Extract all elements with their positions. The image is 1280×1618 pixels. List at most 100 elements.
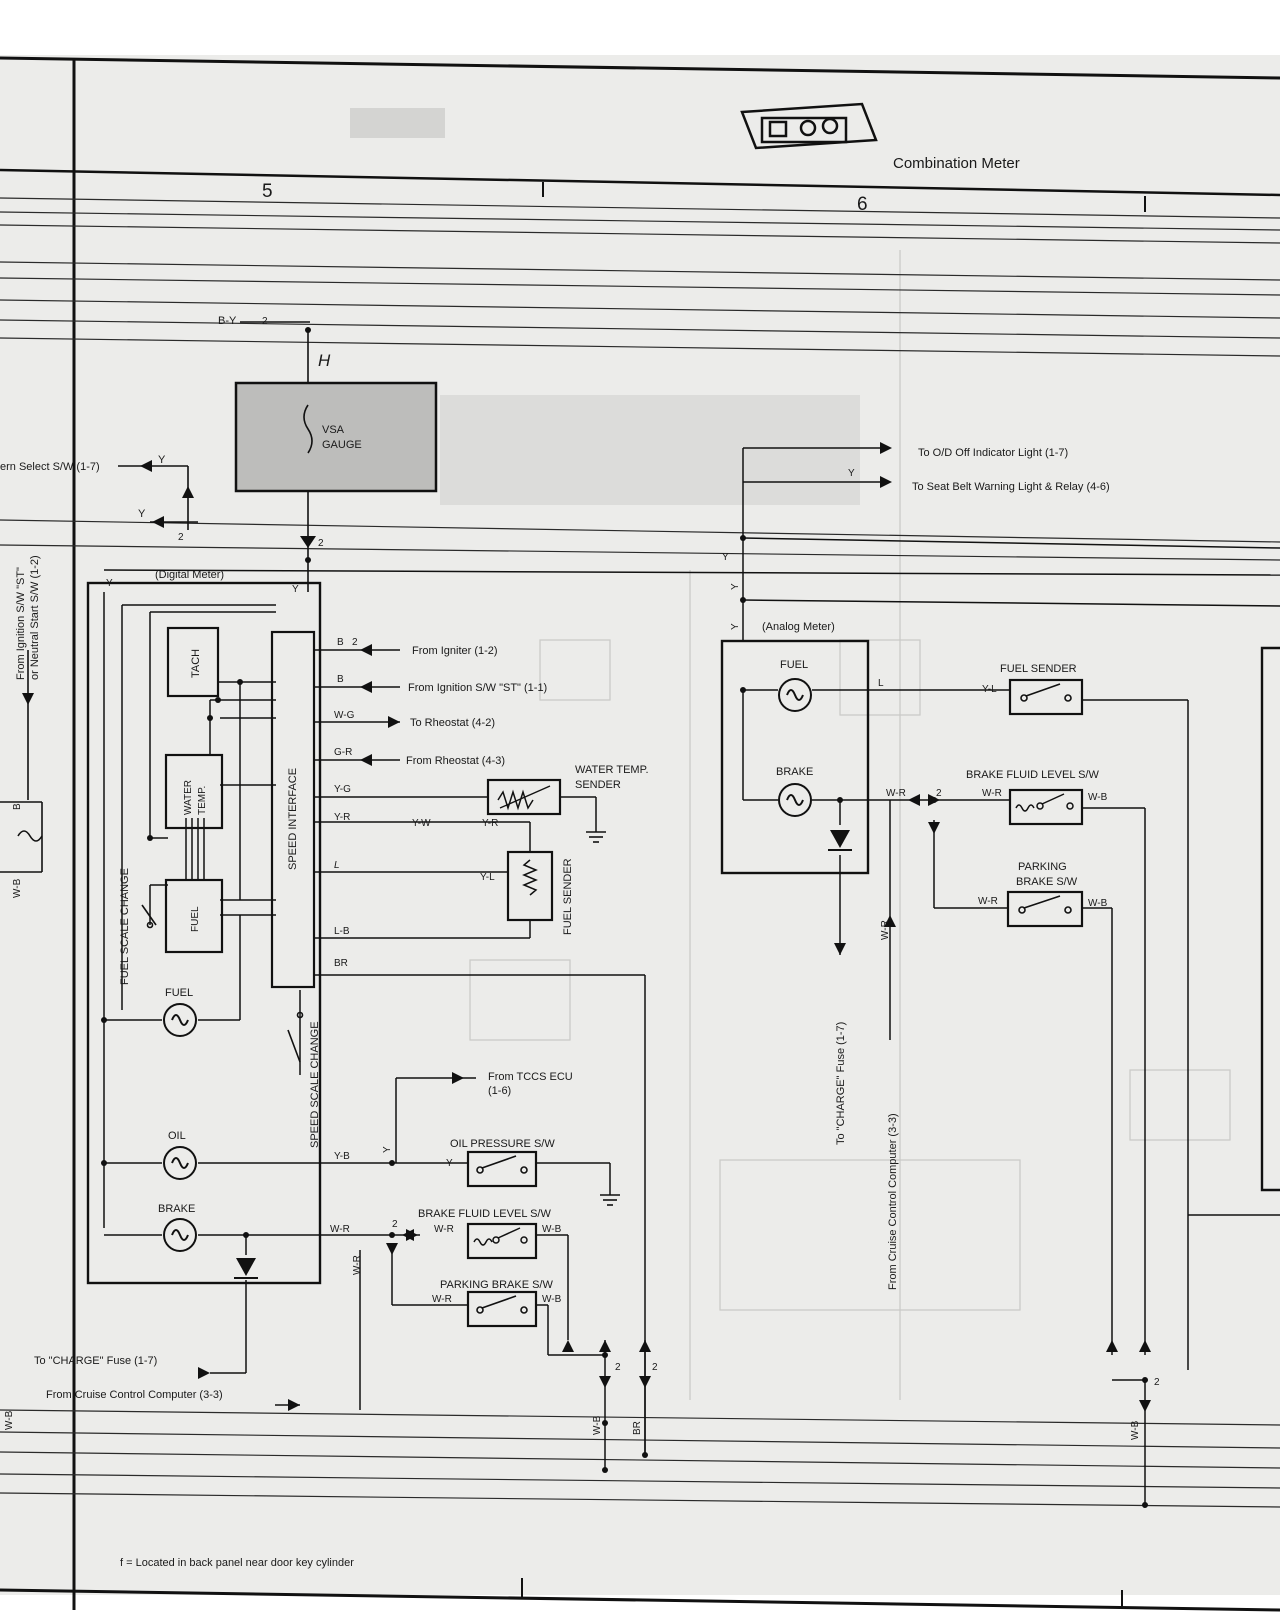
analog-meter-box [720, 639, 870, 875]
parking-brake-switch-label: PARKING BRAKE S/W [440, 1279, 553, 1291]
speed-interface-label: SPEED INTERFACE [287, 768, 299, 870]
wire-label-wr: W-R [432, 1294, 452, 1305]
oil-lamp-label: OIL [168, 1130, 186, 1142]
wire-label-yl: Y-L [982, 684, 997, 695]
vsa-gauge-coil-icon [303, 404, 313, 454]
wire-label-wr: W-R [886, 788, 906, 799]
wire-label-yl: Y-L [480, 872, 495, 883]
wire-label-gr: G-R [334, 747, 352, 758]
analog-brake-fluid-box [1008, 788, 1084, 826]
analog-parking-brake-box [1006, 890, 1084, 928]
sheet-frame [0, 56, 1280, 1612]
oil-pressure-switch-label: OIL PRESSURE S/W [450, 1138, 555, 1150]
bleed-through-shapes [350, 108, 1231, 1400]
wire-label-wr: W-R [330, 1224, 350, 1235]
variable-arrow-icon [499, 785, 551, 809]
switch-icon [1020, 683, 1072, 702]
wire-label-wr: W-R [880, 920, 891, 940]
wire-label-br: BR [632, 1421, 643, 1435]
fuel-warning-lamp-icon [163, 1003, 197, 1037]
vsa-gauge-label: GAUGE [322, 439, 362, 451]
footnote: f = Located in back panel near door key … [120, 1557, 354, 1569]
signal-from-rheostat: From Rheostat (4-3) [406, 755, 505, 767]
diagram-title: Combination Meter [893, 155, 1020, 172]
analog-brake-fluid-label: BRAKE FLUID LEVEL S/W [966, 769, 1099, 781]
tach-label: TACH [190, 649, 202, 678]
wire-label-l: L [334, 860, 340, 871]
seat-belt-warning-label: To Seat Belt Warning Light & Relay (4-6) [912, 481, 1110, 493]
wire-label-wb: W-B [1088, 898, 1108, 909]
wire-label-wb: W-B [4, 1410, 15, 1430]
connector-number: 2 [652, 1362, 658, 1373]
wire-label-b: B [337, 674, 344, 685]
wire-label-wr: W-R [982, 788, 1002, 799]
analog-parking-brake-label: PARKING [1018, 861, 1067, 873]
tccs-ecu-label: (1-6) [488, 1085, 511, 1097]
digital-meter-box [86, 581, 322, 1285]
wire-label-y: Y [848, 468, 855, 479]
water-temp-sender-label: SENDER [575, 779, 621, 791]
left-margin-wiring [0, 465, 198, 873]
wire-label-l: L [878, 678, 884, 689]
signal-from-igniter: From Igniter (1-2) [412, 645, 498, 657]
right-edge-component [1260, 646, 1280, 1192]
wire-label-yg: Y-G [334, 784, 351, 795]
bottom-margin [0, 1595, 1280, 1618]
parking-brake-switch-box [466, 1290, 538, 1328]
scale-change-switch-icon [141, 904, 304, 1063]
column-number-6: 6 [857, 194, 868, 215]
fuel-sender-label: FUEL SENDER [562, 858, 574, 935]
wire-label-wg: W-G [334, 710, 355, 721]
connector-number: 2 [392, 1219, 398, 1230]
switch-icon [1018, 895, 1072, 914]
fuel-lamp-label: FUEL [165, 987, 193, 999]
wire-label-wb: W-B [1130, 1420, 1141, 1440]
oil-warning-lamp-icon [163, 1146, 197, 1180]
wire-label-wb: W-B [592, 1415, 603, 1435]
connector-number: 2 [178, 532, 184, 543]
analog-charge-fuse-label: To "CHARGE" Fuse (1-7) [835, 1022, 847, 1145]
switch-icon [476, 1295, 528, 1314]
analog-meter-title: (Analog Meter) [762, 621, 835, 633]
resistor-icon [497, 789, 534, 811]
vsa-gauge-box [234, 381, 438, 493]
fuel-sender-box [506, 850, 554, 922]
wire-label-wb: W-B [1088, 792, 1108, 803]
speed-interface-block [270, 630, 316, 989]
digital-meter-nodes [101, 327, 311, 1238]
analog-brake-lamp-icon [778, 783, 812, 817]
analog-parking-brake-label: BRAKE S/W [1016, 876, 1078, 888]
wire-label-by: B-Y [218, 315, 237, 327]
signal-from-ignition-st: From Ignition S/W "ST" (1-1) [408, 682, 547, 694]
analog-fuel-sender-box [1008, 678, 1084, 716]
water-temp-sender-label: WATER TEMP. [575, 764, 649, 776]
wire-label-yw: Y-W [412, 818, 431, 829]
connector-number: 2 [615, 1362, 621, 1373]
wire-label-wb: W-B [12, 878, 23, 898]
center-arrows [198, 644, 651, 1411]
wire-label-y: Y [382, 1146, 393, 1153]
float-switch-icon [1015, 793, 1074, 812]
tach-block [166, 626, 220, 698]
digital-meter-wiring [103, 569, 1280, 1358]
wire-label-y: Y [730, 623, 741, 630]
brake-lamp-label: BRAKE [158, 1203, 195, 1215]
fuel-scale-change-label: FUEL SCALE CHANGE [119, 868, 131, 985]
wire-label-lb: L-B [334, 926, 350, 937]
signal-to-rheostat: To Rheostat (4-2) [410, 717, 495, 729]
connector-number: 2 [352, 637, 358, 648]
coil-icon [17, 830, 43, 842]
wire-label-wr: W-R [352, 1255, 363, 1275]
analog-brake-label: BRAKE [776, 766, 813, 778]
wire-label-br: BR [334, 958, 348, 969]
wire-label-b: B [337, 637, 344, 648]
charge-fuse-label: To "CHARGE" Fuse (1-7) [34, 1355, 157, 1367]
wire-label-y: Y [138, 508, 146, 520]
brake-fluid-switch-box [466, 1222, 538, 1260]
switch-icon [476, 1155, 528, 1174]
wire-label-wr: W-R [434, 1224, 454, 1235]
wire-label-wb: W-B [542, 1294, 562, 1305]
wire-label-wr: W-R [978, 896, 998, 907]
